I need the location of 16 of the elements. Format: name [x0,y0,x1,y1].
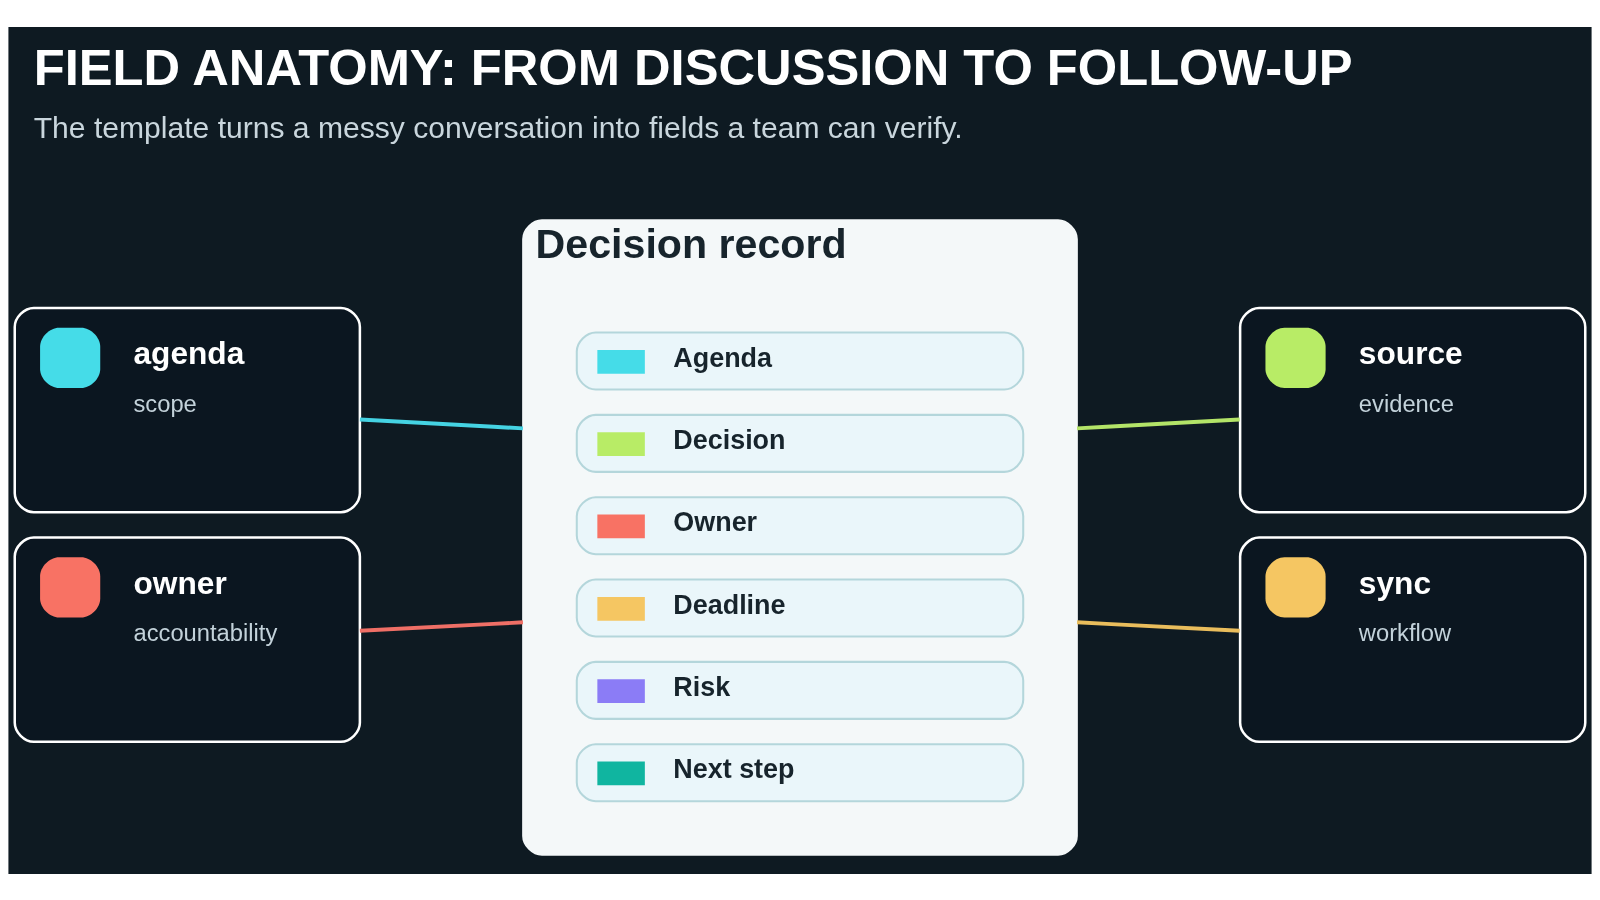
connector [359,619,524,633]
connector [1076,619,1240,633]
node-box: agenda scope [13,306,362,513]
node-box: Deadline [575,578,1025,638]
node-box: Owner [575,495,1025,555]
node-box: source evidence [1238,306,1587,513]
node-box: Risk [575,660,1025,720]
node-box: sync workflow [1238,535,1587,743]
connector [1076,417,1240,430]
node-box: Decision [575,413,1025,473]
diagram-title: FIELD ANATOMY: FROM DISCUSSION TO FOLLOW-UP [33,38,1353,96]
node-box: owner accountability [13,535,362,743]
caption: The template turns a messy conversation into fields a team can verify. [33,110,963,144]
connector [359,416,524,430]
node-box: Agenda [575,331,1025,391]
node-box: Next step [575,742,1025,802]
